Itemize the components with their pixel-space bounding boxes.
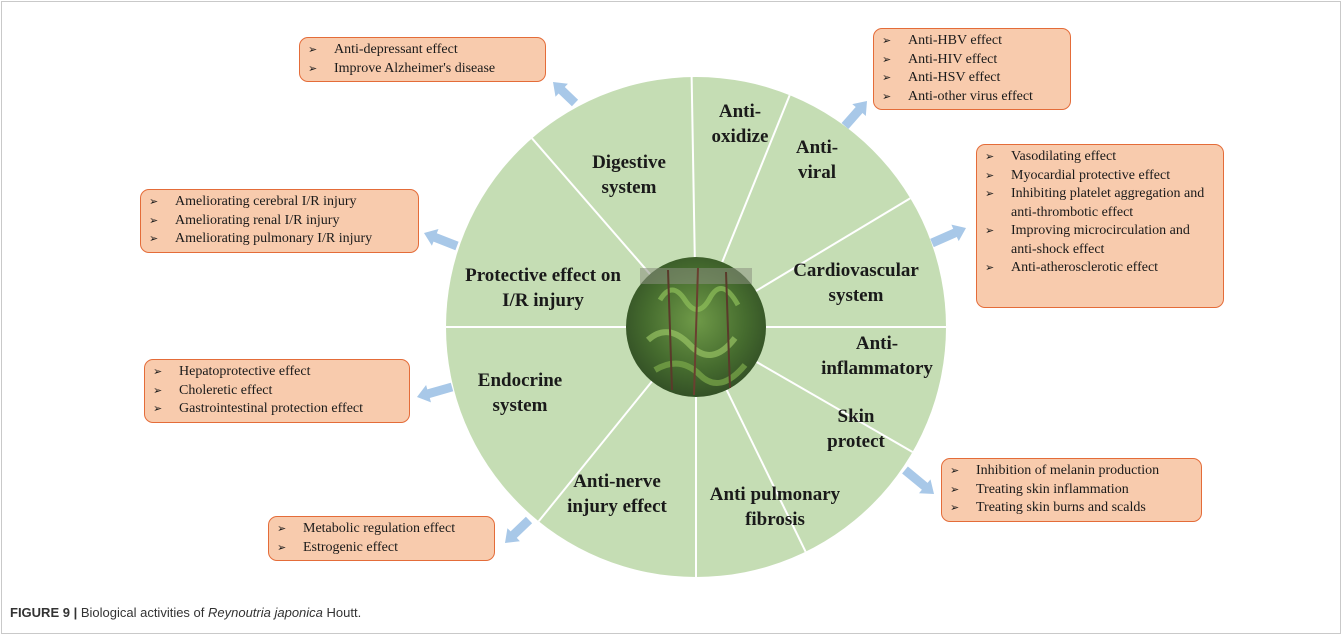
center-photo (626, 257, 766, 397)
segment-label-anti-viral: Anti-viral (796, 137, 838, 183)
liver-effect-item: Choleretic effect (153, 382, 399, 401)
cardiovascular-effects-box: Vasodilating effectMyocardial protective… (976, 144, 1224, 308)
arrow-to-ir-injury (424, 229, 459, 251)
segment-divider (725, 389, 807, 553)
antiviral-effects-box: Anti-HBV effectAnti-HIV effectAnti-HSV e… (873, 28, 1071, 110)
cardio-effect-item: Anti-atherosclerotic effect (985, 259, 1213, 278)
caption-species: Reynoutria japonica (208, 605, 323, 620)
ir-injury-effects-box: Ameliorating cerebral I/R injuryAmeliora… (140, 189, 419, 253)
caption-label: FIGURE 9 | (10, 605, 78, 620)
antiviral-effect-item: Anti-HBV effect (882, 32, 1060, 51)
arrow-to-metabolic (505, 516, 533, 543)
figure-caption: FIGURE 9 | Biological activities of Reyn… (10, 605, 361, 620)
liver-effects-box: Hepatoprotective effectCholeretic effect… (144, 359, 410, 423)
segment-label-anti-inflammatory: Anti-inflammatory (821, 333, 933, 379)
antiviral-effect-item: Anti-other virus effect (882, 88, 1060, 107)
segment-divider (756, 361, 914, 453)
ir-effect-item: Ameliorating renal I/R injury (149, 212, 408, 231)
segment-dividers (446, 77, 946, 577)
cardio-effect-item: Improving microcirculation and anti-shoc… (985, 222, 1213, 259)
segment-divider (531, 137, 651, 275)
skin-effect-item: Treating skin inflammation (950, 481, 1191, 500)
ir-effect-item: Ameliorating pulmonary I/R injury (149, 230, 408, 249)
arrow-to-liver (417, 382, 454, 403)
metabolic-effect-item: Estrogenic effect (277, 539, 484, 558)
arrow-to-skin (902, 466, 934, 494)
cardio-effect-item: Vasodilating effect (985, 148, 1213, 167)
cardio-effect-item: Myocardial protective effect (985, 167, 1213, 186)
skin-effects-box: Inhibition of melanin productionTreating… (941, 458, 1202, 522)
neuro-effect-item: Anti-depressant effect (308, 41, 535, 60)
cardio-effect-item: Inhibiting platelet aggregation and anti… (985, 185, 1213, 222)
metabolic-effect-item: Metabolic regulation effect (277, 520, 484, 539)
skin-effect-item: Inhibition of melanin production (950, 462, 1191, 481)
skin-effect-item: Treating skin burns and scalds (950, 499, 1191, 518)
caption-text-end: Houtt. (322, 605, 362, 620)
liver-effect-item: Gastrointestinal protection effect (153, 400, 399, 419)
segment-divider (537, 380, 653, 522)
arrow-to-antiviral (841, 101, 867, 129)
neuro-effect-item: Improve Alzheimer's disease (308, 60, 535, 79)
neuro-effects-box: Anti-depressant effectImprove Alzheimer'… (299, 37, 546, 82)
segment-divider (721, 94, 791, 263)
segment-divider (755, 197, 911, 292)
ir-effect-item: Ameliorating cerebral I/R injury (149, 193, 408, 212)
antiviral-effect-item: Anti-HIV effect (882, 51, 1060, 70)
metabolic-effects-box: Metabolic regulation effectEstrogenic ef… (268, 516, 495, 561)
liver-effect-item: Hepatoprotective effect (153, 363, 399, 382)
outward-arrows (417, 82, 966, 543)
segment-divider (690, 77, 696, 258)
arrow-to-neuro (553, 82, 579, 107)
segment-label-anti-oxidize: Anti-oxidize (712, 101, 769, 147)
arrow-to-cardio (930, 224, 966, 248)
antiviral-effect-item: Anti-HSV effect (882, 69, 1060, 88)
caption-text: Biological activities of (80, 605, 208, 620)
